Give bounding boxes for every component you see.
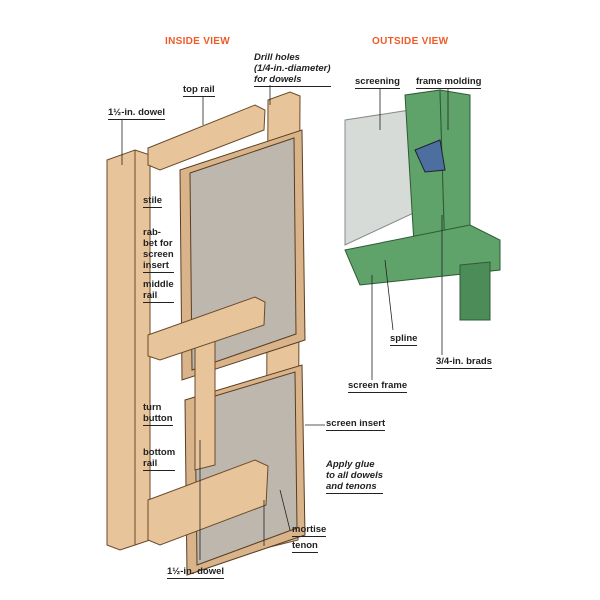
label-screen-insert: screen insert xyxy=(326,418,386,431)
label-screen-frame: screen frame xyxy=(348,380,408,393)
label-line: rail xyxy=(143,458,176,471)
inside-view-heading: INSIDE VIEW xyxy=(165,36,230,47)
label-rabbet: rab- bet for screen insert xyxy=(143,227,174,273)
left-stile xyxy=(106,149,151,551)
label-line: bottom xyxy=(143,447,176,458)
label-line: Drill holes xyxy=(254,52,300,63)
label-line: and tenons xyxy=(326,481,384,494)
label-frame-molding: frame molding xyxy=(416,76,482,89)
label-line: rail xyxy=(143,290,174,303)
label-drill-holes: Drill holes (1/4-in.-diameter) for dowel… xyxy=(254,52,331,87)
top-rail xyxy=(147,104,266,171)
label-line: for dowels xyxy=(254,74,331,87)
label-line: middle xyxy=(143,279,174,290)
label-screening: screening xyxy=(355,76,400,89)
outside-view-drawing xyxy=(340,89,520,321)
leader-lines xyxy=(121,85,449,560)
label-bottom-rail: bottom rail xyxy=(143,447,176,471)
label-line: insert xyxy=(143,260,174,273)
label-line: rab- xyxy=(143,227,161,238)
label-spline: spline xyxy=(390,333,418,346)
label-line: screen xyxy=(143,249,174,260)
label-dowel-bottom: 1½-in. dowel xyxy=(167,566,225,579)
label-middle-rail: middle rail xyxy=(143,279,174,303)
label-line: bet for xyxy=(143,238,173,249)
label-mortise: mortise xyxy=(292,524,327,537)
label-turn-button: turn button xyxy=(143,402,173,426)
label-top-rail: top rail xyxy=(183,84,215,97)
middle-rail xyxy=(147,296,266,361)
label-line: Apply glue xyxy=(326,459,375,470)
label-line: turn xyxy=(143,402,162,413)
outside-view-heading: OUTSIDE VIEW xyxy=(372,36,449,47)
label-line: (1/4-in.-diameter) xyxy=(254,63,331,74)
label-line: to all dowels xyxy=(326,470,384,481)
label-apply-glue: Apply glue to all dowels and tenons xyxy=(326,459,384,494)
label-brads: 3/4-in. brads xyxy=(436,356,492,369)
bottom-rail xyxy=(147,459,269,546)
label-dowel-top: 1½-in. dowel xyxy=(108,107,166,120)
center-mullion xyxy=(194,335,216,471)
label-tenon: tenon xyxy=(292,540,318,553)
label-line: button xyxy=(143,413,173,426)
label-stile: stile xyxy=(143,195,163,208)
